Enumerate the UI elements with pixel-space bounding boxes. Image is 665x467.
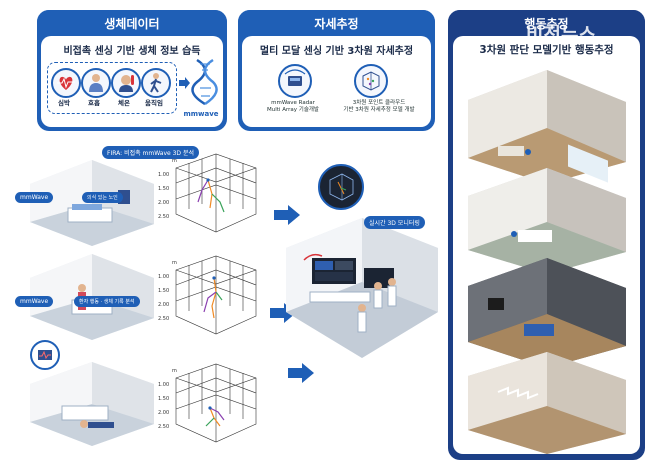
left-tag-1: 의식 있는 노인 bbox=[82, 192, 123, 203]
pose-panel-body: 멀티 모달 센싱 기반 3차원 자세추정 mmWave Radar Multi … bbox=[242, 36, 431, 127]
pose-panel-title: 자세추정 bbox=[238, 10, 435, 36]
bio-item-heart: 심박 bbox=[58, 99, 70, 107]
pose-subtitle: 멀티 모달 센싱 기반 3차원 자세추정 bbox=[259, 46, 414, 57]
behavior-rooms bbox=[468, 70, 626, 454]
arrow-right-icon bbox=[179, 77, 190, 89]
pose-plot-2: m 1.00 1.50 2.00 2.50 bbox=[158, 255, 257, 335]
behavior-subtitle: 3차원 판단 모델기반 행동추정 bbox=[479, 44, 614, 56]
point-cloud-icon bbox=[354, 64, 388, 98]
monitor-wall bbox=[312, 258, 394, 288]
bio-panel-body: 비접촉 센싱 기반 생체 정보 습득 bbox=[41, 36, 223, 127]
plot3-tick-2: 2.00 bbox=[158, 410, 169, 416]
thermometer-icon bbox=[111, 68, 141, 98]
plot3-tick-3: 2.50 bbox=[158, 424, 169, 430]
room-living bbox=[468, 70, 626, 184]
plot1-tick-3: 2.50 bbox=[158, 214, 169, 220]
plot2-tick-2: 2.00 bbox=[158, 302, 169, 308]
plot1-tick-2: 2.00 bbox=[158, 200, 169, 206]
dna-icon bbox=[191, 58, 218, 106]
monitor-bubble bbox=[318, 164, 364, 210]
mmwave-label: mmwave bbox=[183, 110, 219, 118]
heart-icon bbox=[51, 68, 81, 98]
arrow-right-icon-3 bbox=[288, 363, 314, 383]
plot2-unit: m bbox=[172, 260, 177, 266]
pose-plot-3: m 1.00 1.50 2.00 2.50 bbox=[158, 363, 257, 443]
plot2-tick-3: 2.50 bbox=[158, 316, 169, 322]
radar-icon bbox=[278, 64, 312, 98]
plot3-tick-0: 1.00 bbox=[158, 382, 169, 388]
bio-panel: 생체데이터 비접촉 센싱 기반 생체 정보 습득 bbox=[37, 10, 227, 131]
room-dark-living bbox=[468, 258, 626, 368]
pose-left-caption-1: mmWave Radar bbox=[271, 100, 315, 106]
plot-grid bbox=[175, 153, 257, 233]
mmwave-tag-2: mmWave bbox=[15, 296, 54, 307]
monitor-zoom-icon bbox=[30, 340, 60, 370]
bio-icons-box bbox=[47, 62, 177, 114]
pose-skeleton bbox=[197, 178, 225, 213]
lungs-icon bbox=[81, 68, 111, 98]
fira-tag: FIRA: 비접촉 mmWave 3D 분석 bbox=[102, 146, 199, 159]
plot1-tick-0: 1.00 bbox=[158, 172, 169, 178]
plot1-unit: m bbox=[172, 158, 177, 164]
mmwave-tag-1: mmWave bbox=[15, 192, 54, 203]
watermark: 비전뉴스 bbox=[526, 24, 596, 46]
bio-item-motion: 움직임 bbox=[145, 99, 163, 107]
bio-item-breath: 호흡 bbox=[88, 99, 100, 107]
room-bedroom bbox=[468, 168, 626, 274]
person-walking-icon bbox=[141, 68, 171, 98]
behavior-panel-title: 행동추정 bbox=[448, 10, 645, 36]
monitor-tag: 실시간 3D 모니터링 bbox=[364, 216, 425, 229]
pose-right-caption-2: 기반 3차원 자세추정 모델 개발 bbox=[343, 107, 415, 113]
hospital-room-3 bbox=[30, 362, 154, 446]
pose-right-caption-1: 3차원 포인트 클라우드 bbox=[352, 100, 406, 106]
hospital-room-1 bbox=[30, 160, 154, 246]
pose-plot-1: m 1.00 1.50 2.00 2.50 bbox=[158, 153, 257, 233]
bio-subtitle: 비접촉 센싱 기반 생체 정보 습득 bbox=[63, 46, 201, 57]
plot2-tick-1: 1.50 bbox=[158, 288, 169, 294]
plot3-tick-1: 1.50 bbox=[158, 396, 169, 402]
bio-panel-title: 생체데이터 bbox=[37, 10, 227, 36]
pose-left-caption-2: Multi Array 기술개발 bbox=[267, 107, 319, 113]
plot1-tick-1: 1.50 bbox=[158, 186, 169, 192]
bio-item-temp: 체온 bbox=[118, 99, 130, 107]
left-tag-2: 환자 행동 · 생체 기록 분석 bbox=[74, 296, 140, 307]
control-room bbox=[286, 218, 438, 358]
pose-panel: 자세추정 멀티 모달 센싱 기반 3차원 자세추정 mmWave Radar M… bbox=[238, 10, 435, 131]
plot3-unit: m bbox=[172, 368, 177, 374]
arrow-right-icon-1 bbox=[274, 205, 300, 225]
room-stairs bbox=[468, 352, 626, 454]
plot2-tick-0: 1.00 bbox=[158, 274, 169, 280]
